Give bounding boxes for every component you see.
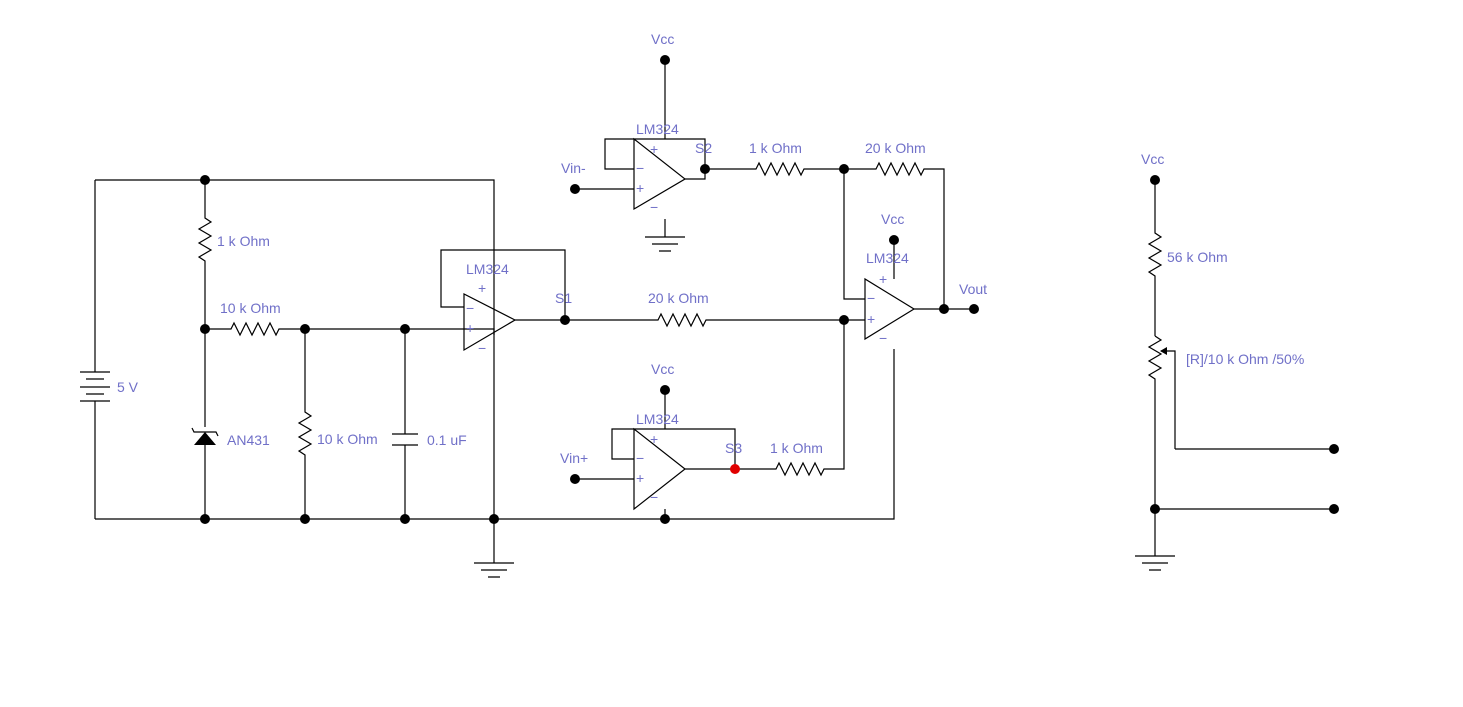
opamp-s1-label: LM324 bbox=[466, 261, 509, 277]
opamp-diff-supply-plus: + bbox=[879, 271, 887, 287]
wiper-output-terminal[interactable] bbox=[1329, 444, 1339, 454]
junction-dot[interactable] bbox=[660, 514, 670, 524]
resistor-1k-s3[interactable] bbox=[735, 461, 826, 477]
node-s1-label: S1 bbox=[555, 290, 572, 306]
wire-top-rail[interactable] bbox=[95, 179, 495, 519]
resistor-20k-s1[interactable] bbox=[565, 312, 844, 328]
resistor-10k-shunt[interactable] bbox=[297, 329, 313, 519]
junction-dots bbox=[200, 55, 1339, 524]
opamp-s2-supply-minus: − bbox=[650, 199, 658, 215]
diff-amp-section: Vcc bbox=[826, 169, 904, 470]
battery-label: 5 V bbox=[117, 379, 139, 395]
vin-minus-terminal[interactable] bbox=[570, 184, 580, 194]
capacitor-label: 0.1 uF bbox=[427, 432, 467, 448]
ground-icon bbox=[1135, 509, 1175, 571]
opamp-s1-minus: − bbox=[466, 300, 474, 316]
vcc-top-terminal[interactable] bbox=[660, 55, 670, 65]
vcc-diff-terminal[interactable] bbox=[889, 235, 899, 245]
opamp-diff[interactable]: − + + − LM324 bbox=[864, 250, 974, 346]
junction-dot[interactable] bbox=[839, 164, 849, 174]
resistor-56k[interactable] bbox=[1147, 180, 1163, 336]
junction-dot[interactable] bbox=[200, 514, 210, 524]
opamp-s1-plus: + bbox=[466, 320, 474, 336]
opamp-s2-minus: − bbox=[636, 160, 644, 176]
vin-minus-label: Vin- bbox=[561, 160, 586, 176]
wire-ground-rail[interactable] bbox=[95, 349, 895, 520]
resistor-1k-s2-label: 1 k Ohm bbox=[749, 140, 802, 156]
opamp-diff-label: LM324 bbox=[866, 250, 909, 266]
vcc-mid-terminal[interactable] bbox=[660, 385, 670, 395]
node-s3-probe-dot[interactable] bbox=[730, 464, 740, 474]
potentiometer[interactable] bbox=[1147, 335, 1163, 509]
vcc-far-right-terminal[interactable] bbox=[1150, 175, 1160, 185]
top-buffer-section: Vcc bbox=[645, 31, 685, 252]
potentiometer-wiper[interactable] bbox=[1161, 350, 1176, 449]
vcc-right-label: Vcc bbox=[881, 211, 904, 227]
opamp-s3-plus: + bbox=[636, 470, 644, 486]
reference-section: 5 V 1 k Ohm 10 k Ohm AN431 10 k Ohm 0.1 … bbox=[80, 179, 895, 578]
resistor-20k-feedback-label: 20 k Ohm bbox=[865, 140, 926, 156]
capacitor[interactable] bbox=[392, 329, 418, 519]
node-s2-dot[interactable] bbox=[700, 164, 710, 174]
resistor-10k-shunt-label: 10 k Ohm bbox=[317, 431, 378, 447]
opamp-diff-supply-minus: − bbox=[879, 330, 887, 346]
junction-dot[interactable] bbox=[200, 324, 210, 334]
vin-plus-label: Vin+ bbox=[560, 450, 588, 466]
junction-dot[interactable] bbox=[1150, 504, 1160, 514]
resistor-1k-s2[interactable] bbox=[705, 161, 844, 177]
junction-dot[interactable] bbox=[489, 514, 499, 524]
opamp-s3-supply-minus: − bbox=[650, 489, 658, 505]
wire-gnd-top[interactable] bbox=[645, 219, 685, 252]
junction-dot[interactable] bbox=[839, 315, 849, 325]
junction-dot[interactable] bbox=[300, 514, 310, 524]
junction-dot[interactable] bbox=[300, 324, 310, 334]
opamp-s1-supply-plus: + bbox=[478, 280, 486, 296]
shunt-label: AN431 bbox=[227, 432, 270, 448]
opamp-s2-supply-plus: + bbox=[650, 141, 658, 157]
junction-dot[interactable] bbox=[400, 514, 410, 524]
resistor-10k-series[interactable] bbox=[205, 321, 495, 337]
resistor-20k-s1-label: 20 k Ohm bbox=[648, 290, 709, 306]
junction-dot[interactable] bbox=[939, 304, 949, 314]
opamp-diff-minus: − bbox=[867, 290, 875, 306]
junction-dot[interactable] bbox=[200, 175, 210, 185]
opamp-s3-label: LM324 bbox=[636, 411, 679, 427]
opamp-s2-label: LM324 bbox=[636, 121, 679, 137]
resistor-1k-label: 1 k Ohm bbox=[217, 233, 270, 249]
resistor-1k-s3-label: 1 k Ohm bbox=[770, 440, 823, 456]
resistor-1k-vertical[interactable] bbox=[197, 180, 213, 329]
opamp-s2-plus: + bbox=[636, 180, 644, 196]
resistor-56k-label: 56 k Ohm bbox=[1167, 249, 1228, 265]
resistor-20k-feedback[interactable] bbox=[844, 161, 945, 309]
opamp-buffer-s3[interactable]: + − + − LM324 bbox=[575, 411, 736, 511]
node-s1-dot[interactable] bbox=[560, 315, 570, 325]
vcc-top-label: Vcc bbox=[651, 31, 674, 47]
vout-terminal[interactable] bbox=[969, 304, 979, 314]
opamp-buffer-s2[interactable]: + − + − LM324 bbox=[575, 121, 706, 215]
node-s2-label: S2 bbox=[695, 140, 712, 156]
junction-dot[interactable] bbox=[400, 324, 410, 334]
opamp-diff-plus: + bbox=[867, 311, 875, 327]
opamp-s3-minus: − bbox=[636, 450, 644, 466]
opamp-s3-supply-plus: + bbox=[650, 431, 658, 447]
node-s3-label: S3 bbox=[725, 440, 742, 456]
wire-s3-to-plus[interactable] bbox=[826, 320, 845, 470]
wire-diff-minus[interactable] bbox=[843, 169, 865, 300]
divider-section: Vcc 56 k Ohm [R]/10 k Ohm /50% bbox=[1135, 151, 1334, 571]
ground-output-terminal[interactable] bbox=[1329, 504, 1339, 514]
buffer-s1-feedback bbox=[440, 249, 566, 319]
resistor-10k-series-label: 10 k Ohm bbox=[220, 300, 281, 316]
vout-label: Vout bbox=[959, 281, 987, 297]
vcc-far-right-label: Vcc bbox=[1141, 151, 1164, 167]
battery-symbol[interactable] bbox=[80, 371, 110, 402]
zener-diode-symbol[interactable] bbox=[191, 427, 219, 445]
ground-icon bbox=[474, 519, 514, 578]
opamp-s1-supply-minus: − bbox=[478, 340, 486, 356]
vcc-mid-label: Vcc bbox=[651, 361, 674, 377]
potentiometer-label: [R]/10 k Ohm /50% bbox=[1186, 351, 1304, 367]
opamp-buffer-s1[interactable]: − + + − LM324 bbox=[440, 249, 566, 356]
vin-plus-terminal[interactable] bbox=[570, 474, 580, 484]
wiper-arrow-icon bbox=[1160, 347, 1167, 355]
